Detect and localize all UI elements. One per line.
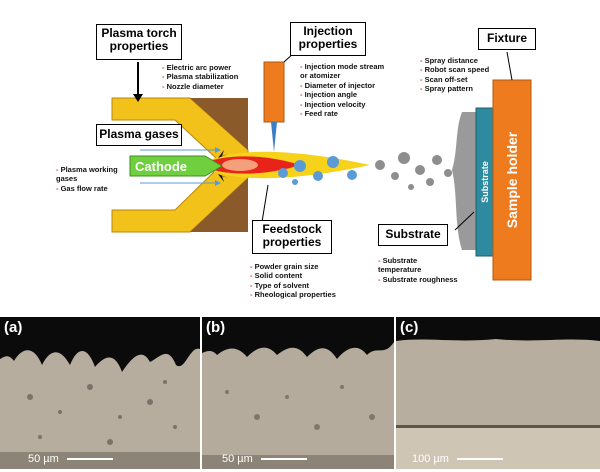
injection-properties-list: Injection mode stream or atomizer Diamet… (300, 62, 388, 118)
scale-bar-line (66, 458, 113, 461)
torch-upper-brown (190, 98, 248, 150)
substrate-box: Substrate (378, 224, 448, 246)
micrograph-panel-c: (c) 100 µm (396, 317, 600, 469)
list-item: Diameter of injector (300, 81, 388, 90)
list-item: Electric arc power (162, 63, 262, 72)
schematic-graphics (111, 51, 532, 281)
sample-holder-label: Sample holder (504, 131, 520, 229)
panel-c-scale-bar: 100 µm (412, 453, 503, 465)
scale-bar-label: 100 µm (412, 453, 449, 465)
substrate-connector (454, 211, 475, 231)
micrograph-panel-a: (a) 50 µm (0, 317, 200, 469)
gas-flow-arrowhead-lower (215, 180, 221, 186)
panel-b-scale-bar: 50 µm (222, 453, 307, 465)
list-item: Feed rate (300, 109, 388, 118)
arc-spark-lower (218, 174, 228, 182)
scale-bar-label: 50 µm (222, 453, 253, 465)
plasma-plume-hot (222, 159, 258, 171)
substrate-vertical-label: Substrate (480, 161, 490, 203)
panel-a-label: (a) (4, 319, 23, 336)
list-item: Nozzle diameter (162, 82, 262, 91)
list-item: Type of solvent (250, 281, 340, 290)
list-item: Spray distance (420, 56, 498, 65)
list-item: Plasma stabilization (162, 72, 262, 81)
anode-label: Anode (120, 232, 161, 247)
cathode-label: Cathode (135, 159, 187, 174)
torch-lower-brown (190, 178, 248, 232)
list-item: Solid content (250, 271, 340, 280)
feedstock-properties-box: Feedstock properties (252, 220, 332, 254)
list-item: Robot scan speed (420, 65, 498, 74)
plasma-gases-box: Plasma gases (96, 124, 182, 146)
list-item: Scan off-set (420, 75, 498, 84)
feedstock-connector (261, 184, 269, 223)
scale-bar-line (260, 458, 307, 461)
feedstock-list: Powder grain size Solid content Type of … (250, 262, 340, 300)
scale-bar-line (456, 458, 503, 461)
micrograph-b-texture (202, 317, 394, 469)
list-item: Substrate roughness (378, 275, 458, 284)
scale-bar-label: 50 µm (28, 453, 59, 465)
list-item: Injection angle (300, 90, 388, 99)
torch-pointer-arrowhead (133, 94, 143, 102)
torch-properties-list: Electric arc power Plasma stabilization … (162, 63, 262, 91)
list-item: Injection velocity (300, 100, 388, 109)
injection-properties-box: Injection properties (290, 22, 366, 56)
fixture-box: Fixture (478, 28, 536, 50)
fixture-connector (506, 51, 513, 81)
injector-body (263, 61, 285, 123)
fixture-list: Spray distance Robot scan speed Scan off… (420, 56, 498, 94)
plasma-torch-properties-box: Plasma torch properties (96, 24, 182, 60)
injector-needle (271, 122, 277, 152)
list-item: Substrate temperature (378, 256, 458, 275)
micrograph-panel-b: (b) 50 µm (202, 317, 394, 469)
plume-particles (278, 156, 357, 185)
list-item: Spray pattern (420, 84, 498, 93)
arc-spark-upper (218, 150, 228, 158)
list-item: Injection mode stream or atomizer (300, 62, 388, 81)
list-item: Powder grain size (250, 262, 340, 271)
micrograph-c-texture (396, 317, 600, 469)
cathode-body (129, 155, 223, 177)
panel-a-scale-bar: 50 µm (28, 453, 113, 465)
list-item: Gas flow rate (56, 184, 128, 193)
sample-holder (492, 79, 532, 281)
flight-particles (375, 152, 452, 190)
plasma-gases-list: Plasma working gases Gas flow rate (56, 165, 128, 193)
panel-b-label: (b) (206, 319, 226, 336)
list-item: Rheological properties (250, 290, 340, 299)
substrate-list: Substrate temperature Substrate roughnes… (378, 256, 458, 284)
panel-c-label: (c) (400, 319, 419, 336)
gas-flow-arrowhead-upper (215, 147, 221, 153)
list-item: Plasma working gases (56, 165, 128, 184)
micrograph-a-texture (0, 317, 200, 469)
